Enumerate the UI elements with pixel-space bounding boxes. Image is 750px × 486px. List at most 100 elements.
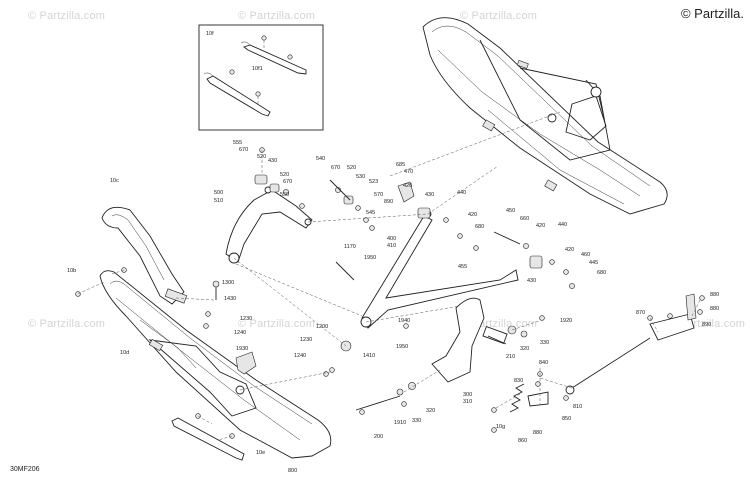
callout-label: 10f1 <box>252 66 263 72</box>
callout-label: 430 <box>425 192 434 198</box>
callout-label: 320 <box>520 346 529 352</box>
callout-label: 660 <box>520 216 529 222</box>
alignment-lines <box>77 111 701 441</box>
callout-label: 470 <box>404 169 413 175</box>
inset-nuts <box>229 35 293 104</box>
callout-label: 420 <box>468 212 477 218</box>
upper-a-arm <box>225 186 313 264</box>
callout-label: 1170 <box>344 244 356 250</box>
callout-label: 685 <box>396 162 405 168</box>
callout-label: 430 <box>527 278 536 284</box>
callout-label: 550 <box>280 192 289 198</box>
callout-label: 670 <box>283 179 292 185</box>
brand-copyright: © Partzilla. <box>680 6 744 21</box>
callout-label: 510 <box>214 198 223 204</box>
callout-label: 670 <box>239 147 248 153</box>
callout-label: 10g <box>496 424 505 430</box>
assembled-ski <box>422 17 668 215</box>
spring <box>509 383 525 413</box>
tie-rod <box>565 293 697 395</box>
callout-label: 520 <box>257 154 266 160</box>
runner-upper <box>240 41 307 75</box>
ski-handle <box>101 206 188 305</box>
callout-label: 10d <box>120 350 129 356</box>
callout-label: 1930 <box>236 346 248 352</box>
callout-label: 830 <box>514 378 523 384</box>
callout-label: 1410 <box>363 353 375 359</box>
watermark-text: © Partzilla.com <box>28 10 106 22</box>
callout-label: 555 <box>233 140 242 146</box>
callout-label: 10e <box>256 450 265 456</box>
watermark-text: © Partzilla.com <box>238 10 316 22</box>
callout-label: 570 <box>374 192 383 198</box>
callout-label: 500 <box>214 190 223 196</box>
callout-label: 890 <box>702 322 711 328</box>
callout-label: 540 <box>316 156 325 162</box>
watermark-text: © Partzilla.com <box>460 10 538 22</box>
callout-label: 545 <box>366 210 375 216</box>
callout-label: 10b <box>67 268 76 274</box>
callout-label: 530 <box>356 174 365 180</box>
callout-label: 1300 <box>222 280 234 286</box>
callout-label: 210 <box>506 354 515 360</box>
callout-label: 440 <box>457 190 466 196</box>
lower-a-arm <box>360 210 519 329</box>
callout-label: 445 <box>589 260 598 266</box>
callout-label: 850 <box>562 416 571 422</box>
callout-label: 410 <box>387 243 396 249</box>
callout-label: 460 <box>581 252 590 258</box>
callout-label: 420 <box>403 183 412 189</box>
callout-label: 870 <box>636 310 645 316</box>
callout-label: 670 <box>331 165 340 171</box>
callout-label: 880 <box>710 292 719 298</box>
callout-label: 450 <box>506 208 515 214</box>
ski-body <box>99 270 332 459</box>
callout-label: 310 <box>463 399 472 405</box>
callout-label: 1910 <box>394 420 406 426</box>
callout-label: 400 <box>387 236 396 242</box>
callout-label: 420 <box>536 223 545 229</box>
callout-label: 680 <box>597 270 606 276</box>
callout-label: 800 <box>288 468 297 474</box>
spindle <box>431 297 508 383</box>
callout-label: 1240 <box>294 353 306 359</box>
ski-stopper <box>235 351 257 375</box>
watermark-text: © Partzilla.com <box>28 318 106 330</box>
callout-label: 1950 <box>396 344 408 350</box>
callout-label: 1920 <box>560 318 572 324</box>
callout-label: 520 <box>280 172 289 178</box>
callout-label: 10c <box>110 178 119 184</box>
callout-label: 330 <box>540 340 549 346</box>
callout-label: 1200 <box>316 324 328 330</box>
callout-label: 420 <box>565 247 574 253</box>
callout-label: 1240 <box>234 330 246 336</box>
callout-label: 1230 <box>240 316 252 322</box>
callout-label: 300 <box>463 392 472 398</box>
callout-label: 860 <box>518 438 527 444</box>
callout-label: 10f <box>206 31 214 37</box>
callout-label: 330 <box>412 418 421 424</box>
callout-label: 523 <box>369 179 378 185</box>
callout-label: 680 <box>475 224 484 230</box>
callout-label: 1940 <box>398 318 410 324</box>
inset-frame <box>198 24 324 131</box>
callout-label: 1950 <box>364 255 376 261</box>
callout-label: 890 <box>384 199 393 205</box>
runner-lower <box>203 72 271 117</box>
callout-label: 320 <box>426 408 435 414</box>
watermark-text: © Partzilla.com <box>238 318 316 330</box>
runner-bottom <box>171 417 245 461</box>
callout-label: 1230 <box>300 337 312 343</box>
callout-label: 840 <box>539 360 548 366</box>
callout-label: 880 <box>533 430 542 436</box>
callout-label: 520 <box>347 165 356 171</box>
callout-label: 880 <box>710 306 719 312</box>
callout-label: 430 <box>268 158 277 164</box>
callout-label: 440 <box>558 222 567 228</box>
callout-label: 455 <box>458 264 467 270</box>
diagram-code: 30MF206 <box>10 466 40 473</box>
callout-label: 810 <box>573 404 582 410</box>
callout-label: 200 <box>374 434 383 440</box>
callout-label: 1430 <box>224 296 236 302</box>
